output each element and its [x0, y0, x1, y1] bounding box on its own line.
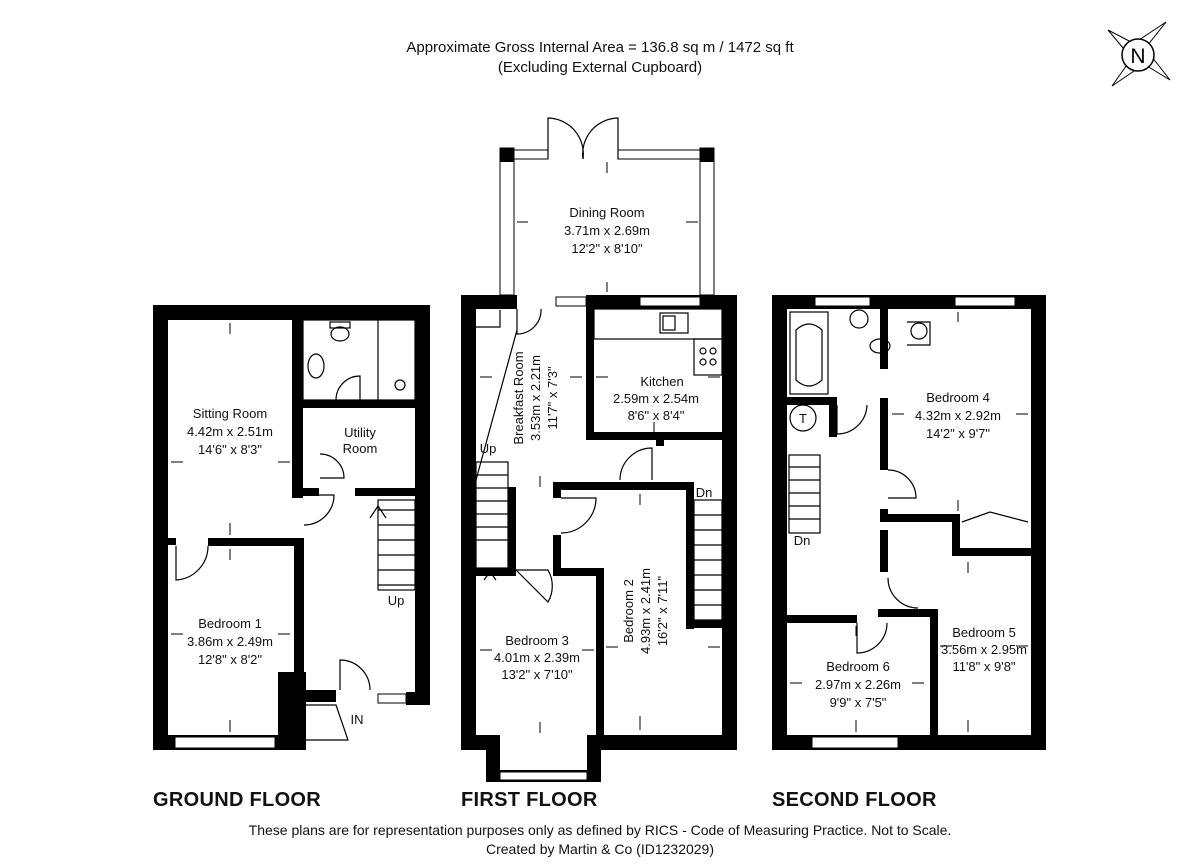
bedroom6-name: Bedroom 6: [826, 659, 890, 674]
bedroom6-imperial: 9'9" x 7'5": [830, 695, 887, 710]
bedroom1-imperial: 12'8" x 8'2": [198, 652, 262, 667]
breakfast-room-name: Breakfast Room: [511, 351, 526, 444]
bedroom5-name: Bedroom 5: [952, 625, 1016, 640]
second-floor-plan: Bedroom 4 4.32m x 2.92m 14'2" x 9'7" Bed…: [772, 295, 1046, 750]
kitchen-imperial: 8'6" x 8'4": [628, 408, 685, 423]
second-floor-title: SECOND FLOOR: [772, 789, 937, 811]
bedroom3-imperial: 13'2" x 7'10": [501, 667, 573, 682]
utility-room-line2: Room: [343, 441, 378, 456]
gross-area-text: Approximate Gross Internal Area = 136.8 …: [406, 39, 794, 56]
first-floor-title: FIRST FLOOR: [461, 789, 598, 811]
bedroom2-name: Bedroom 2: [621, 579, 636, 643]
utility-room-line1: Utility: [344, 425, 376, 440]
dining-room-imperial: 12'2" x 8'10": [571, 241, 643, 256]
bedroom5-metric: 3.56m x 2.95m: [941, 642, 1027, 657]
bedroom6-metric: 2.97m x 2.26m: [815, 677, 901, 692]
ground-stairs: [369, 499, 416, 591]
bedroom1-name: Bedroom 1: [198, 616, 262, 631]
entrance-label: IN: [351, 712, 364, 727]
ground-floor-title: GROUND FLOOR: [153, 789, 322, 811]
sitting-room-name: Sitting Room: [193, 406, 267, 421]
dining-room-name: Dining Room: [569, 205, 644, 220]
credit-text: Created by Martin & Co (ID1232029): [486, 841, 714, 857]
excluding-note-text: (Excluding External Cupboard): [497, 59, 703, 76]
sitting-room-metric: 4.42m x 2.51m: [187, 424, 273, 439]
breakfast-room-metric: 3.53m x 2.21m: [528, 355, 543, 441]
dining-room-metric: 3.71m x 2.69m: [564, 223, 650, 238]
bedroom3-name: Bedroom 3: [505, 633, 569, 648]
bedroom3-metric: 4.01m x 2.39m: [494, 650, 580, 665]
bedroom4-imperial: 14'2" x 9'7": [926, 426, 990, 441]
first-stairs-down-label: Dn: [696, 485, 713, 500]
compass-north-label: N: [1130, 45, 1145, 68]
bedroom1-metric: 3.86m x 2.49m: [187, 634, 273, 649]
sitting-room-imperial: 14'6" x 8'3": [198, 442, 262, 457]
header: Approximate Gross Internal Area = 136.8 …: [0, 38, 1200, 78]
tank-cupboard-label: T: [799, 411, 807, 426]
kitchen-metric: 2.59m x 2.54m: [613, 391, 699, 406]
first-stairs-down: [693, 499, 723, 621]
ground-stairs-up-label: Up: [388, 593, 405, 608]
compass-icon: N: [1107, 21, 1171, 87]
second-stairs-down-label: Dn: [794, 533, 811, 548]
footer: These plans are for representation purpo…: [0, 821, 1200, 859]
first-stairs-up: [475, 461, 509, 581]
bedroom5-imperial: 11'8" x 9'8": [952, 659, 1015, 674]
second-stairs: [788, 454, 821, 534]
first-stairs-up-label: Up: [480, 441, 497, 456]
first-floor-plan: Dining Room 3.71m x 2.69m 12'2" x 8'10" …: [461, 117, 737, 782]
bedroom2-imperial: 16'2" x 7'11": [655, 575, 670, 646]
bedroom2-metric: 4.93m x 2.41m: [638, 568, 653, 654]
disclaimer-text: These plans are for representation purpo…: [248, 822, 952, 838]
ground-floor-plan: Sitting Room 4.42m x 2.51m 14'6" x 8'3" …: [153, 305, 430, 750]
bedroom4-name: Bedroom 4: [926, 390, 990, 405]
breakfast-room-imperial: 11'7" x 7'3": [545, 366, 560, 429]
bedroom4-metric: 4.32m x 2.92m: [915, 408, 1001, 423]
kitchen-name: Kitchen: [640, 374, 683, 389]
